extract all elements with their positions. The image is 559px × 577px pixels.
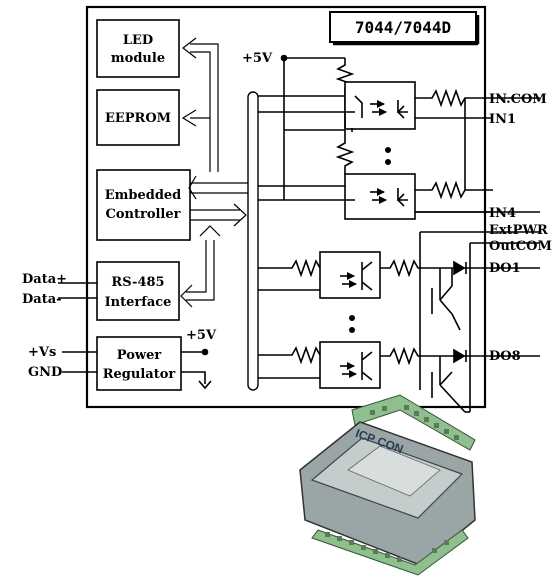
rs485-interface-block: RS-485 Interface — [96, 261, 180, 321]
data-plus-label: Data+ — [22, 272, 67, 287]
vs-label: +Vs — [28, 345, 56, 360]
supply-rail — [280, 54, 345, 200]
in1-label: IN1 — [489, 112, 516, 127]
output-channel-1 — [258, 251, 470, 331]
external-left-wires — [58, 282, 212, 390]
led-module-block: LED module — [96, 19, 180, 78]
input-channel-1 — [258, 58, 493, 132]
rs485-label-1: RS-485 — [111, 275, 164, 290]
extpwr-label: ExtPWR — [489, 223, 548, 238]
outcom-label: OutCOM — [489, 239, 552, 254]
internal-bus-arrows — [180, 37, 250, 308]
controller-label-2: Controller — [106, 207, 181, 222]
v5-power-label: +5V — [186, 328, 217, 343]
gnd-label: GND — [28, 365, 62, 380]
vertical-bus — [247, 91, 259, 391]
power-label-2: Regulator — [103, 367, 176, 382]
do8-label: DO8 — [489, 349, 521, 364]
eeprom-label: EEPROM — [105, 111, 171, 126]
power-regulator-block: Power Regulator — [96, 336, 182, 391]
v5-top-label: +5V — [242, 51, 273, 66]
input-ellipsis — [385, 147, 391, 165]
data-minus-label: Data- — [22, 292, 62, 307]
power-label-1: Power — [117, 348, 162, 363]
output-ellipsis — [349, 315, 355, 333]
device-illustration: ICP CON — [299, 394, 476, 576]
in-com-label: IN.COM — [489, 92, 547, 107]
in-com-line — [464, 97, 540, 190]
led-module-label-1: LED — [123, 33, 153, 48]
title-box: 7044/7044D — [329, 11, 480, 46]
led-module-label-2: module — [111, 51, 165, 66]
do1-label: DO1 — [489, 261, 521, 276]
eeprom-block: EEPROM — [96, 89, 180, 146]
controller-label-1: Embedded — [105, 188, 182, 203]
output-rails — [258, 211, 540, 413]
in4-label: IN4 — [489, 206, 516, 221]
model-title: 7044/7044D — [355, 18, 451, 37]
embedded-controller-block: Embedded Controller — [96, 169, 191, 241]
output-channel-8 — [258, 341, 470, 413]
rs485-label-2: Interface — [105, 295, 172, 310]
input-channel-4 — [258, 130, 493, 220]
